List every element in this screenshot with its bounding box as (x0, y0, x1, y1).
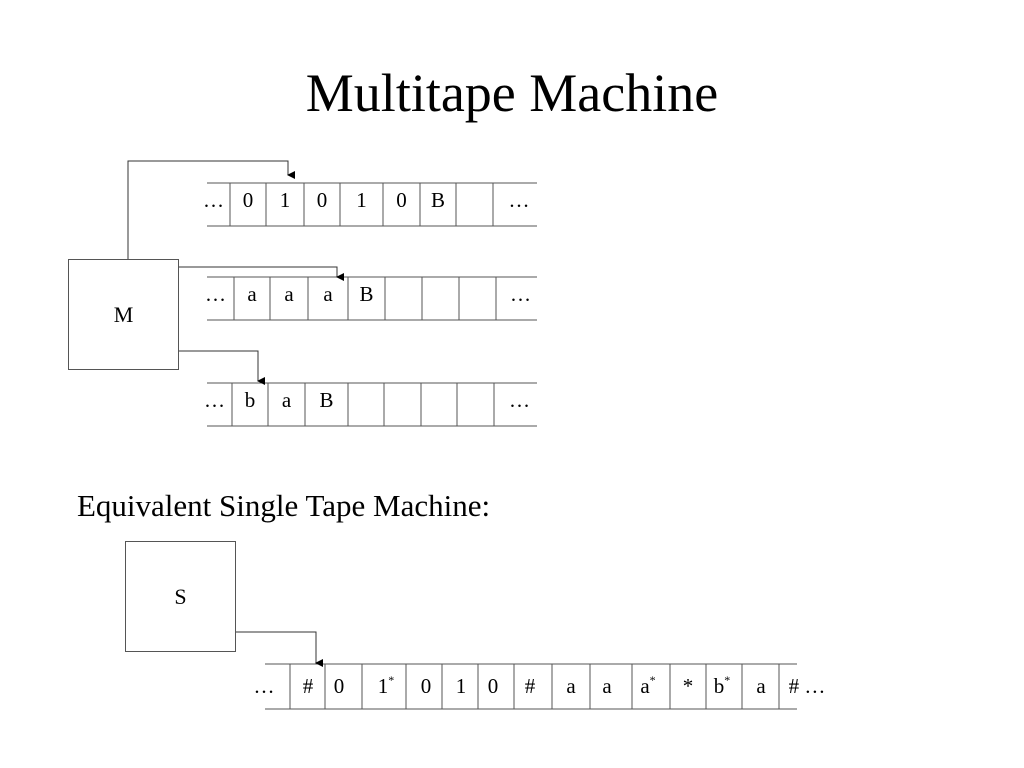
head-connector-tape-1 (127, 160, 295, 259)
tape-cell-symbol: … (510, 282, 531, 306)
tape-cell-symbol: a (284, 282, 294, 306)
head-connector-single-tape (234, 631, 323, 667)
single-tape-cell-symbol: a* (640, 673, 655, 698)
single-tape-machine-box: S (125, 541, 236, 652)
tape-cell-symbol: … (205, 282, 226, 306)
tape-3: … b a B … (204, 382, 537, 427)
single-tape-cell-symbol: a (756, 674, 766, 698)
tape-cell-symbol: B (319, 388, 333, 412)
single-tape-cell-symbol: * (683, 674, 694, 698)
tape-cell-symbol: B (431, 188, 445, 212)
tape-cell-symbol: … (203, 188, 224, 212)
head-connector-tape-3 (177, 350, 265, 385)
single-tape-cell-symbol: … (254, 674, 275, 698)
tape-cell-symbol: 1 (280, 188, 291, 212)
single-tape-cell-symbol: 0 (334, 674, 345, 698)
single-tape-cell-symbol: # (525, 674, 536, 698)
single-tape-cell-symbol: 1* (378, 673, 395, 698)
single-tape-heading: Equivalent Single Tape Machine: (77, 488, 491, 523)
tape-cell-symbol: 1 (356, 188, 367, 212)
single-tape-cell-symbol: 0 (421, 674, 432, 698)
single-tape-cell-symbol: b* (714, 673, 731, 698)
tape-cell-symbol: b (245, 388, 256, 412)
multitape-machine-box: M (68, 259, 179, 370)
multitape-machine-label: M (113, 301, 134, 327)
single-tape-cell-symbol: # … (789, 674, 826, 698)
single-tape-cell-symbol: 1 (456, 674, 467, 698)
single-tape-machine-label: S (174, 583, 187, 609)
tape-cell-symbol: 0 (396, 188, 407, 212)
tape-cell-symbol: 0 (243, 188, 254, 212)
tape-cell-symbol: a (247, 282, 257, 306)
tape-cell-symbol: B (359, 282, 373, 306)
tape-cell-symbol: … (509, 188, 530, 212)
single-tape-cell-symbol: 0 (488, 674, 499, 698)
head-mark: * (388, 673, 394, 687)
head-mark: * (724, 673, 730, 687)
tape-cell-symbol: … (204, 388, 225, 412)
single-tape-cell-symbol: a (566, 674, 576, 698)
single-tape-cell-symbol: # (303, 674, 314, 698)
slide-title: Multitape Machine (305, 63, 719, 123)
single-tape-cell-symbol: a (602, 674, 612, 698)
tape-cell-symbol: a (323, 282, 333, 306)
tape-cell-symbol: … (509, 388, 530, 412)
tape-2: … a a a B … (205, 276, 537, 321)
head-connector-tape-2 (177, 266, 344, 281)
head-mark: * (650, 673, 656, 687)
tape-cell-symbol: 0 (317, 188, 328, 212)
tape-cell-symbol: a (282, 388, 292, 412)
